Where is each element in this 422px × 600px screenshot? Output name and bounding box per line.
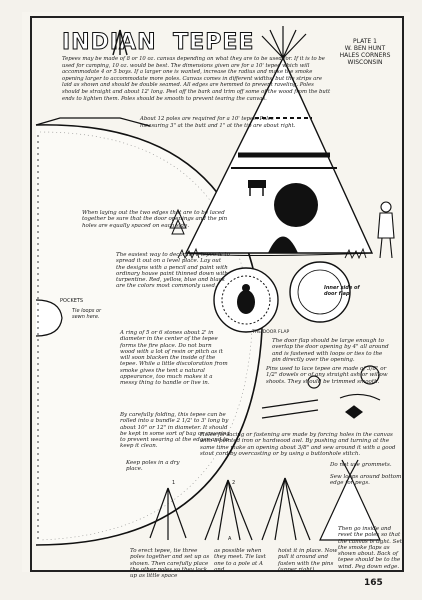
door-flap-tag: THE DOOR FLAP: [252, 330, 290, 335]
sew-loops-note: Sew loops around bottom edge for pegs.: [330, 474, 402, 487]
tie-loops-label: Tie loops or sewn here.: [72, 308, 102, 320]
plate-number: PLATE 1: [353, 38, 377, 45]
title-word-1: INDIAN: [61, 30, 157, 56]
page-number: 165: [364, 578, 383, 588]
page-border: [30, 16, 404, 572]
tree-drawing: [169, 208, 187, 235]
door-opening: [35, 299, 63, 337]
page-title: INDIAN TEPEE: [61, 30, 262, 56]
stones-paragraph: A ring of 5 or 6 stones about 2' in diam…: [120, 330, 228, 387]
keep-poles-note: Keep poles in a dry place.: [126, 460, 180, 473]
tepee-illustration: [177, 26, 374, 260]
lacing-pins: [261, 365, 381, 419]
laying-paragraph: When laying out the two edges that are t…: [82, 210, 228, 229]
point-a-label: A: [228, 536, 232, 542]
step-2-label: 2: [232, 480, 236, 486]
erect-step-4: Then go inside and reset the poles so th…: [338, 526, 402, 570]
door-flap-illustration: [213, 261, 351, 333]
inner-side-label: Inner side of door flap: [324, 285, 360, 297]
title-tepee-icon: [112, 29, 128, 56]
poles-paragraph: About 12 poles are required for a 10' te…: [140, 116, 296, 129]
erect-step-3: hoist it in place. Now pull it around an…: [278, 548, 338, 573]
plate-credit: PLATE 1 W. BEN HUNT HALES CORNERS WISCON…: [330, 38, 400, 66]
pockets-label: POCKETS: [60, 298, 84, 304]
smoke-flap-edge: [35, 117, 151, 127]
erect-steps-drawings: [149, 459, 381, 541]
decorate-paragraph: The easiest way to decorate a tepee is t…: [116, 252, 230, 290]
erect-step-2: as possible when they meet. Tie last one…: [214, 548, 266, 573]
intro-paragraph: Tepees may be made of 8 or 10 oz. canvas…: [62, 56, 331, 102]
holes-paragraph: Holes for lacing or fastening are made b…: [200, 432, 396, 457]
pins-paragraph: Pins used to lace tepee are made of 3/8"…: [266, 366, 388, 385]
erect-step-1: To erect tepee, tie three poles together…: [130, 548, 210, 580]
folding-paragraph: By carefully folding, this tepee can be …: [120, 412, 230, 450]
grommets-note: Do not use grommets.: [330, 462, 392, 468]
step-1-label: 1: [172, 480, 176, 486]
door-flap-paragraph: The door flap should be large enough to …: [272, 338, 389, 363]
plate-place: HALES CORNERS: [339, 52, 391, 59]
title-word-2: TEPEE: [173, 30, 255, 56]
person-figure: [377, 201, 395, 259]
plate-author: W. BEN HUNT: [344, 45, 386, 52]
plate-state: WISCONSIN: [347, 59, 383, 66]
